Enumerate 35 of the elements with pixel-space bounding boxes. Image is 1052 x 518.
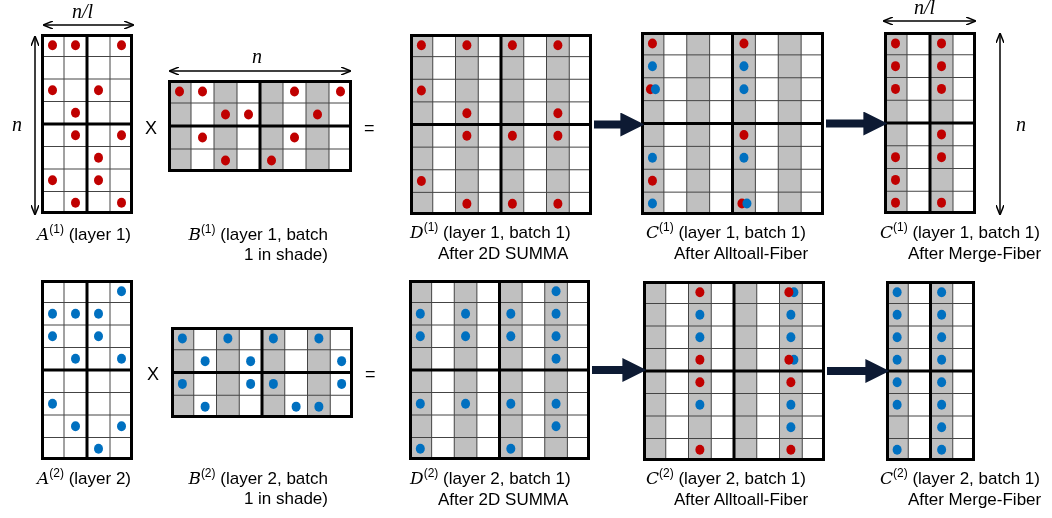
matrix-grid xyxy=(171,327,353,418)
matrix-caption: C$^{(2)}$ (layer 2, batch 1) xyxy=(880,468,1040,489)
matrix-grid xyxy=(41,280,133,460)
matrix-caption: After Merge-Fiber xyxy=(908,490,1042,510)
dimension-label: n/l xyxy=(914,0,936,17)
matrix-grid xyxy=(884,32,976,214)
matrix-grid xyxy=(643,281,825,461)
matrix-caption: D$^{(1)}$ (layer 1, batch 1) xyxy=(410,222,571,243)
matrix-grid xyxy=(641,32,824,215)
matrix-caption: C$^{(1)}$ (layer 1, batch 1) xyxy=(880,222,1040,243)
operator-sign: X xyxy=(145,118,157,138)
matrix-caption: After Merge-Fiber xyxy=(908,244,1042,264)
matrix-caption: C$^{(2)}$ (layer 2, batch 1) xyxy=(646,468,806,489)
dimension-label: n xyxy=(252,46,262,66)
matrix-caption: After Alltoall-Fiber xyxy=(674,490,809,510)
operator-sign: = xyxy=(364,118,375,138)
matrix-grid xyxy=(41,34,133,214)
dimension-label: n/l xyxy=(72,1,94,21)
matrix-caption: After Alltoall-Fiber xyxy=(674,244,809,264)
matrix-caption: B$^{(2)}$ (layer 2, batch 1 in shade) xyxy=(187,468,328,509)
operator-sign: X xyxy=(147,364,159,384)
matrix-caption: A$^{(1)}$ (layer 1) xyxy=(37,224,132,245)
matrix-caption: C$^{(1)}$ (layer 1, batch 1) xyxy=(646,222,806,243)
matrix-grid xyxy=(409,280,590,460)
dimension-label: n xyxy=(1016,114,1026,134)
matrix-caption: D$^{(2)}$ (layer 2, batch 1) xyxy=(410,468,571,489)
matrix-caption: B$^{(1)}$ (layer 1, batch 1 in shade) xyxy=(187,224,328,265)
dimension-label: n xyxy=(12,114,22,134)
matrix-grid xyxy=(168,80,352,172)
operator-sign: = xyxy=(365,364,376,384)
matrix-grid xyxy=(886,281,975,461)
matrix-grid xyxy=(410,34,592,215)
matrix-caption: After 2D SUMMA xyxy=(438,490,569,510)
matrix-caption: A$^{(2)}$ (layer 2) xyxy=(37,468,132,489)
matrix-caption: After 2D SUMMA xyxy=(438,244,569,264)
